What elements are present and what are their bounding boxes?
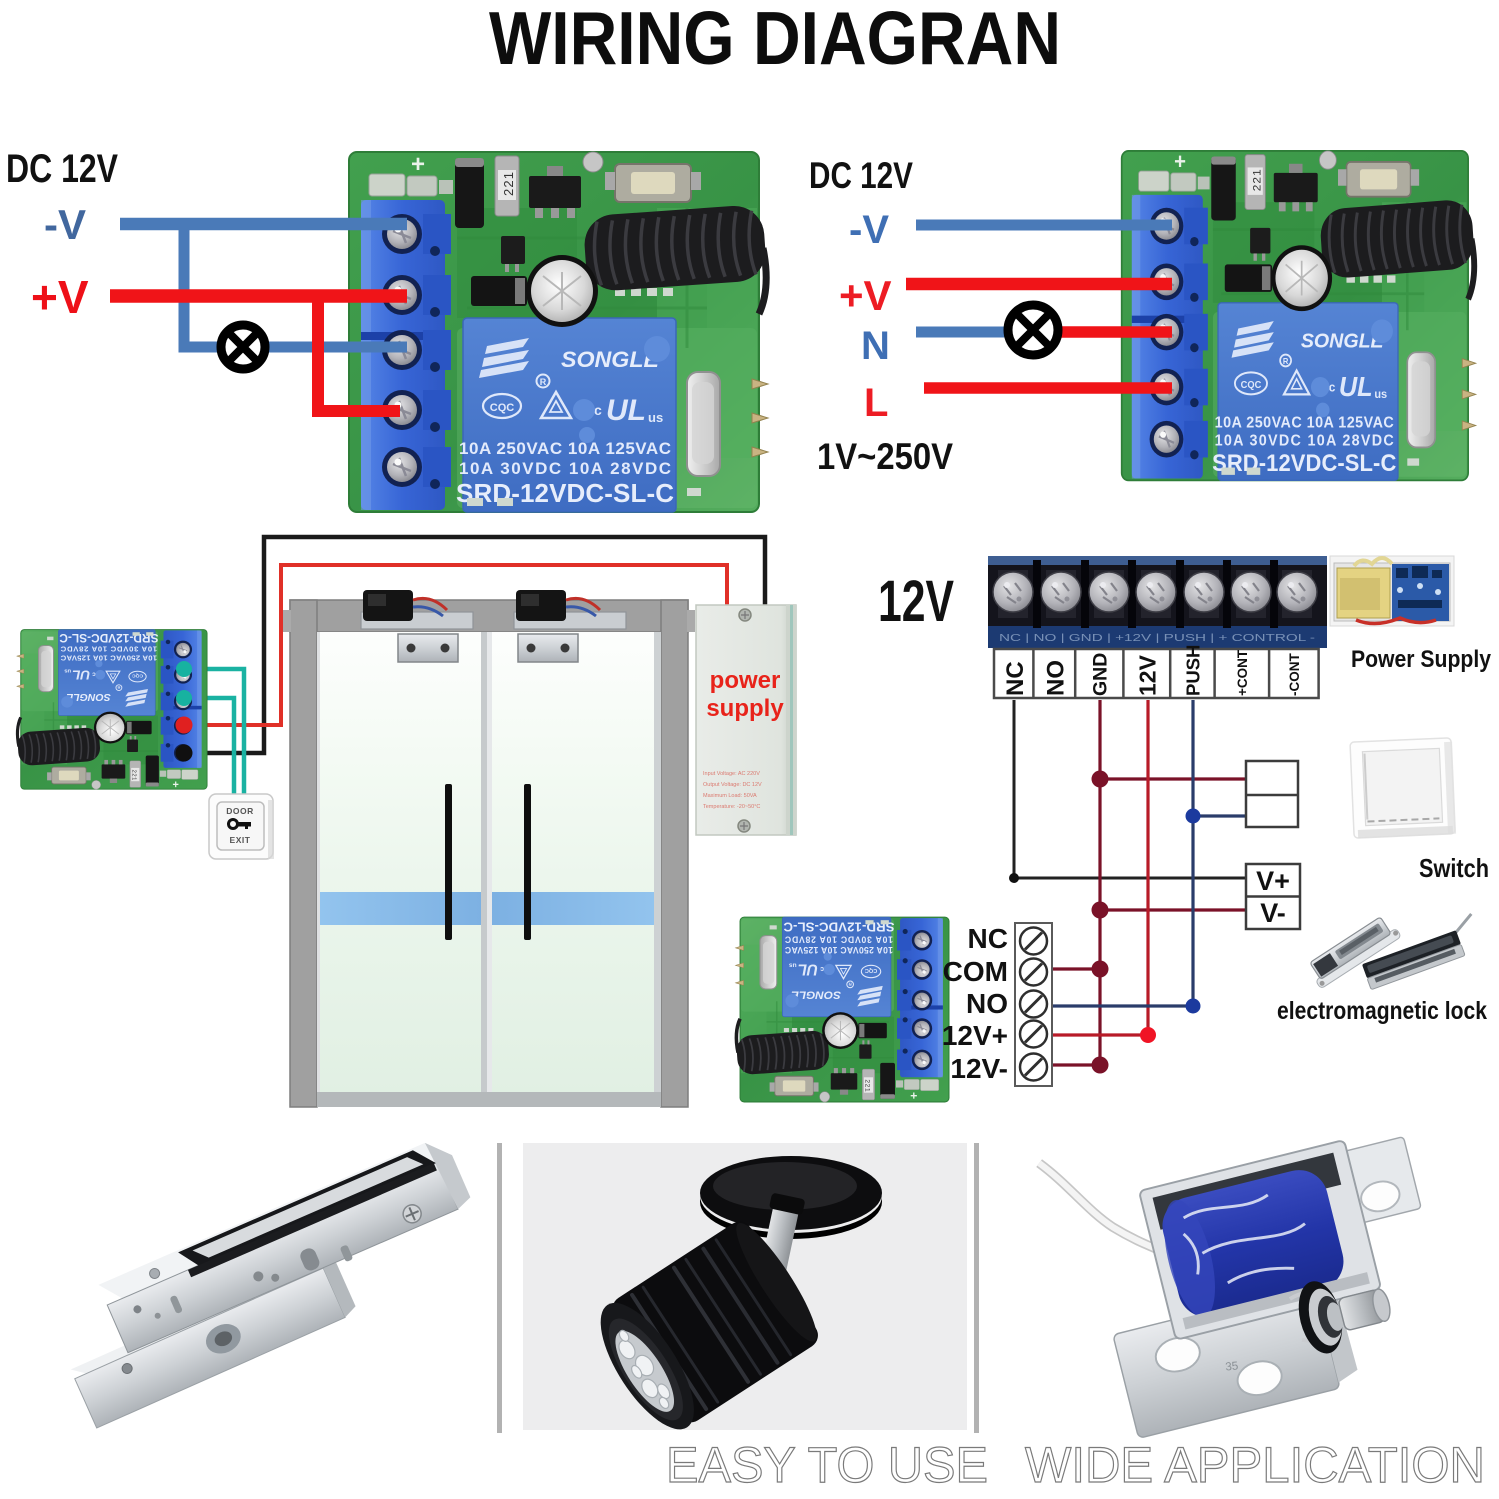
- svg-text:L: L: [864, 381, 888, 425]
- svg-text:35: 35: [1225, 1359, 1239, 1373]
- svg-text:EXIT: EXIT: [230, 835, 251, 845]
- svg-text:NC: NC: [968, 923, 1008, 954]
- svg-text:Switch: Switch: [1419, 853, 1489, 883]
- svg-text:+CONT: +CONT: [1235, 649, 1250, 696]
- svg-text:N: N: [861, 324, 890, 368]
- svg-text:DC 12V: DC 12V: [809, 155, 913, 196]
- svg-text:GND: GND: [1090, 653, 1112, 696]
- svg-text:1V~250V: 1V~250V: [817, 436, 953, 477]
- svg-text:Power Supply: Power Supply: [1351, 646, 1492, 673]
- svg-text:V-: V-: [1260, 898, 1286, 928]
- svg-text:Temperature: -20~50°C: Temperature: -20~50°C: [703, 804, 760, 810]
- svg-text:+V: +V: [31, 271, 89, 323]
- svg-text:Output Voltage: DC 12V: Output Voltage: DC 12V: [703, 782, 762, 788]
- svg-text:+V: +V: [839, 272, 892, 319]
- svg-text:Input Voltage: AC 220V: Input Voltage: AC 220V: [703, 771, 760, 777]
- svg-text:power: power: [710, 667, 781, 694]
- svg-text:supply: supply: [706, 695, 784, 722]
- svg-text:COM: COM: [943, 956, 1008, 987]
- svg-text:Maximum Load: 50VA: Maximum Load: 50VA: [703, 793, 757, 799]
- svg-text:EASY TO USE: EASY TO USE: [666, 1437, 988, 1493]
- svg-text:12V: 12V: [878, 569, 954, 634]
- svg-text:NC | NO | GND | +12V | PUSH |: NC | NO | GND | +12V | PUSH | + CONTROL …: [999, 632, 1316, 644]
- svg-text:WIRING DIAGRAN: WIRING DIAGRAN: [489, 0, 1061, 80]
- svg-text:12V-: 12V-: [950, 1053, 1008, 1084]
- svg-text:V+: V+: [1256, 866, 1290, 896]
- svg-text:DC 12V: DC 12V: [6, 147, 118, 191]
- svg-text:WIDE APPLICATION: WIDE APPLICATION: [1025, 1437, 1485, 1493]
- svg-text:12V+: 12V+: [942, 1020, 1008, 1051]
- svg-text:NC: NC: [1002, 661, 1029, 696]
- svg-text:electromagnetic lock: electromagnetic lock: [1277, 997, 1487, 1025]
- svg-text:PUSH: PUSH: [1182, 645, 1203, 696]
- svg-text:NO: NO: [1042, 660, 1069, 696]
- svg-text:-CONT: -CONT: [1287, 653, 1302, 696]
- svg-text:NO: NO: [966, 988, 1008, 1019]
- svg-text:-V: -V: [44, 201, 86, 248]
- svg-text:-V: -V: [849, 208, 889, 252]
- svg-text:DOOR: DOOR: [226, 806, 254, 816]
- svg-text:12V: 12V: [1135, 654, 1161, 696]
